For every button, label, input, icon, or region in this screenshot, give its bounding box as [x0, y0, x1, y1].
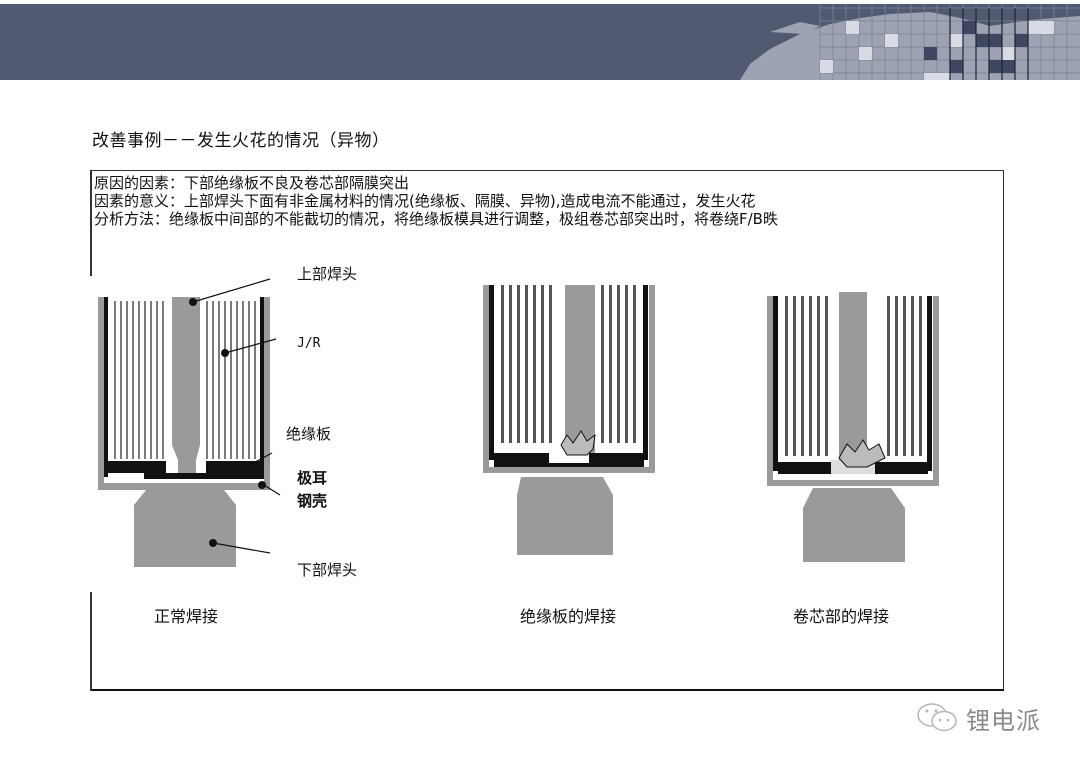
- normal-weld-diagram: [98, 297, 270, 567]
- content-box: [90, 170, 1004, 691]
- explanation-text: 原因的因素：下部绝缘板不良及卷芯部隔膜突出 因素的意义：上部焊头下面有非金属材料…: [94, 174, 1000, 228]
- label-lower-weld-head: 下部焊头: [297, 561, 358, 579]
- watermark: 锂电派: [916, 698, 1041, 738]
- meaning-line: 因素的意义：上部焊头下面有非金属材料的情况(绝缘板、隔膜、异物),造成电流不能通…: [94, 192, 756, 210]
- watermark-text: 锂电派: [966, 706, 1041, 735]
- label-jelly-roll: J/R: [297, 336, 321, 351]
- content-box-left-border: [90, 170, 92, 276]
- caption-normal-weld: 正常焊接: [154, 607, 219, 626]
- leader-lines: [192, 278, 281, 554]
- label-tab: 极耳: [297, 469, 328, 487]
- header-banner: [0, 4, 1080, 80]
- label-upper-weld-head: 上部焊头: [297, 265, 358, 283]
- cause-line: 原因的因素：下部绝缘板不良及卷芯部隔膜突出: [94, 174, 410, 192]
- core-weld-diagram: [767, 292, 939, 562]
- content-box-left-border: [90, 592, 92, 691]
- wechat-icon: [917, 703, 957, 732]
- label-insulation-plate: 绝缘板: [286, 425, 332, 443]
- label-steel-can: 钢壳: [297, 492, 328, 510]
- caption-insulation-plate-weld: 绝缘板的焊接: [520, 607, 617, 626]
- insulation-plate-weld-diagram: [483, 285, 655, 555]
- slide-title: 改善事例－－发生火花的情况（异物）: [92, 131, 390, 151]
- world-map-grid-decoration: [700, 4, 1080, 80]
- analysis-line: 分析方法：绝缘板中间部的不能截切的情况，将绝缘板模具进行调整，极组卷芯部突出时，…: [94, 210, 778, 228]
- caption-core-weld: 卷芯部的焊接: [793, 607, 890, 626]
